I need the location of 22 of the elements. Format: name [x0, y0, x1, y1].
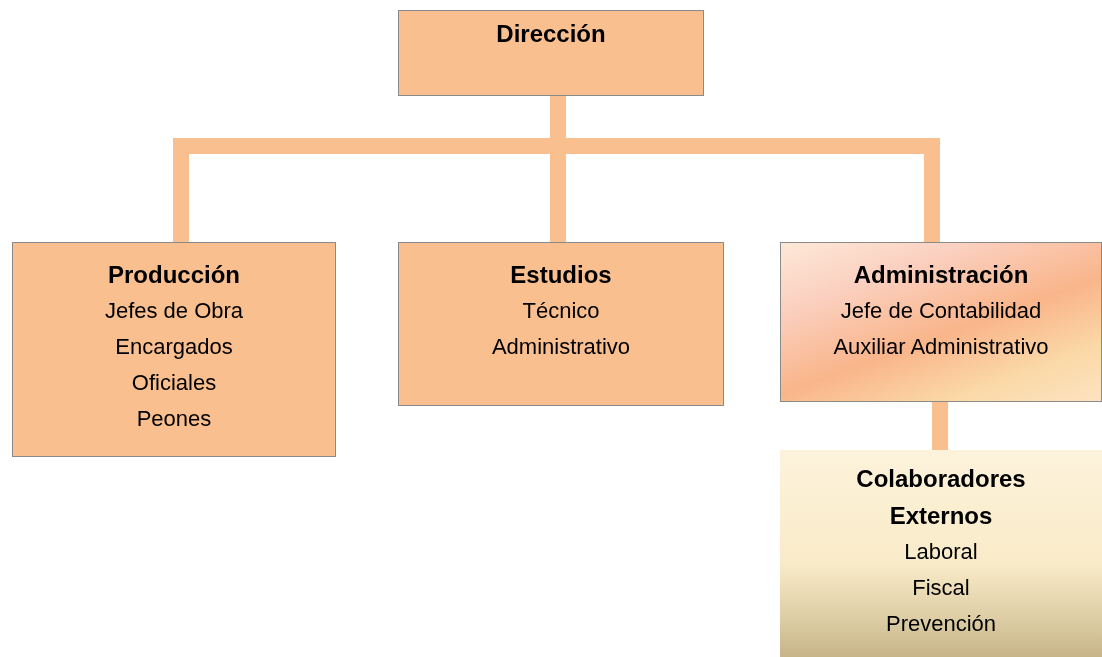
box-heading: Administración — [853, 260, 1029, 290]
box-text: Prevención — [885, 610, 997, 638]
box-text: Oficiales — [131, 369, 217, 397]
box-heading: Dirección — [496, 19, 606, 49]
connector-line — [932, 402, 948, 450]
box-heading: Colaboradores Externos — [855, 464, 1027, 531]
box-heading: Estudios — [510, 260, 612, 290]
box-text: Administrativo — [491, 333, 631, 361]
box-text: Jefe de Contabilidad — [840, 297, 1042, 325]
org-box — [12, 242, 336, 457]
box-text: Peones — [136, 405, 212, 433]
org-box — [780, 450, 1102, 657]
box-text: Fiscal — [912, 574, 970, 602]
box-text: Auxiliar Administrativo — [833, 333, 1049, 361]
box-text: Encargados — [115, 333, 233, 361]
box-text: Técnico — [522, 297, 600, 325]
org-box — [398, 10, 704, 96]
box-heading: Producción — [108, 260, 240, 290]
box-text: Jefes de Obra — [104, 297, 244, 325]
box-text: Laboral — [904, 538, 978, 566]
org-box — [398, 242, 724, 406]
org-box — [780, 242, 1102, 402]
